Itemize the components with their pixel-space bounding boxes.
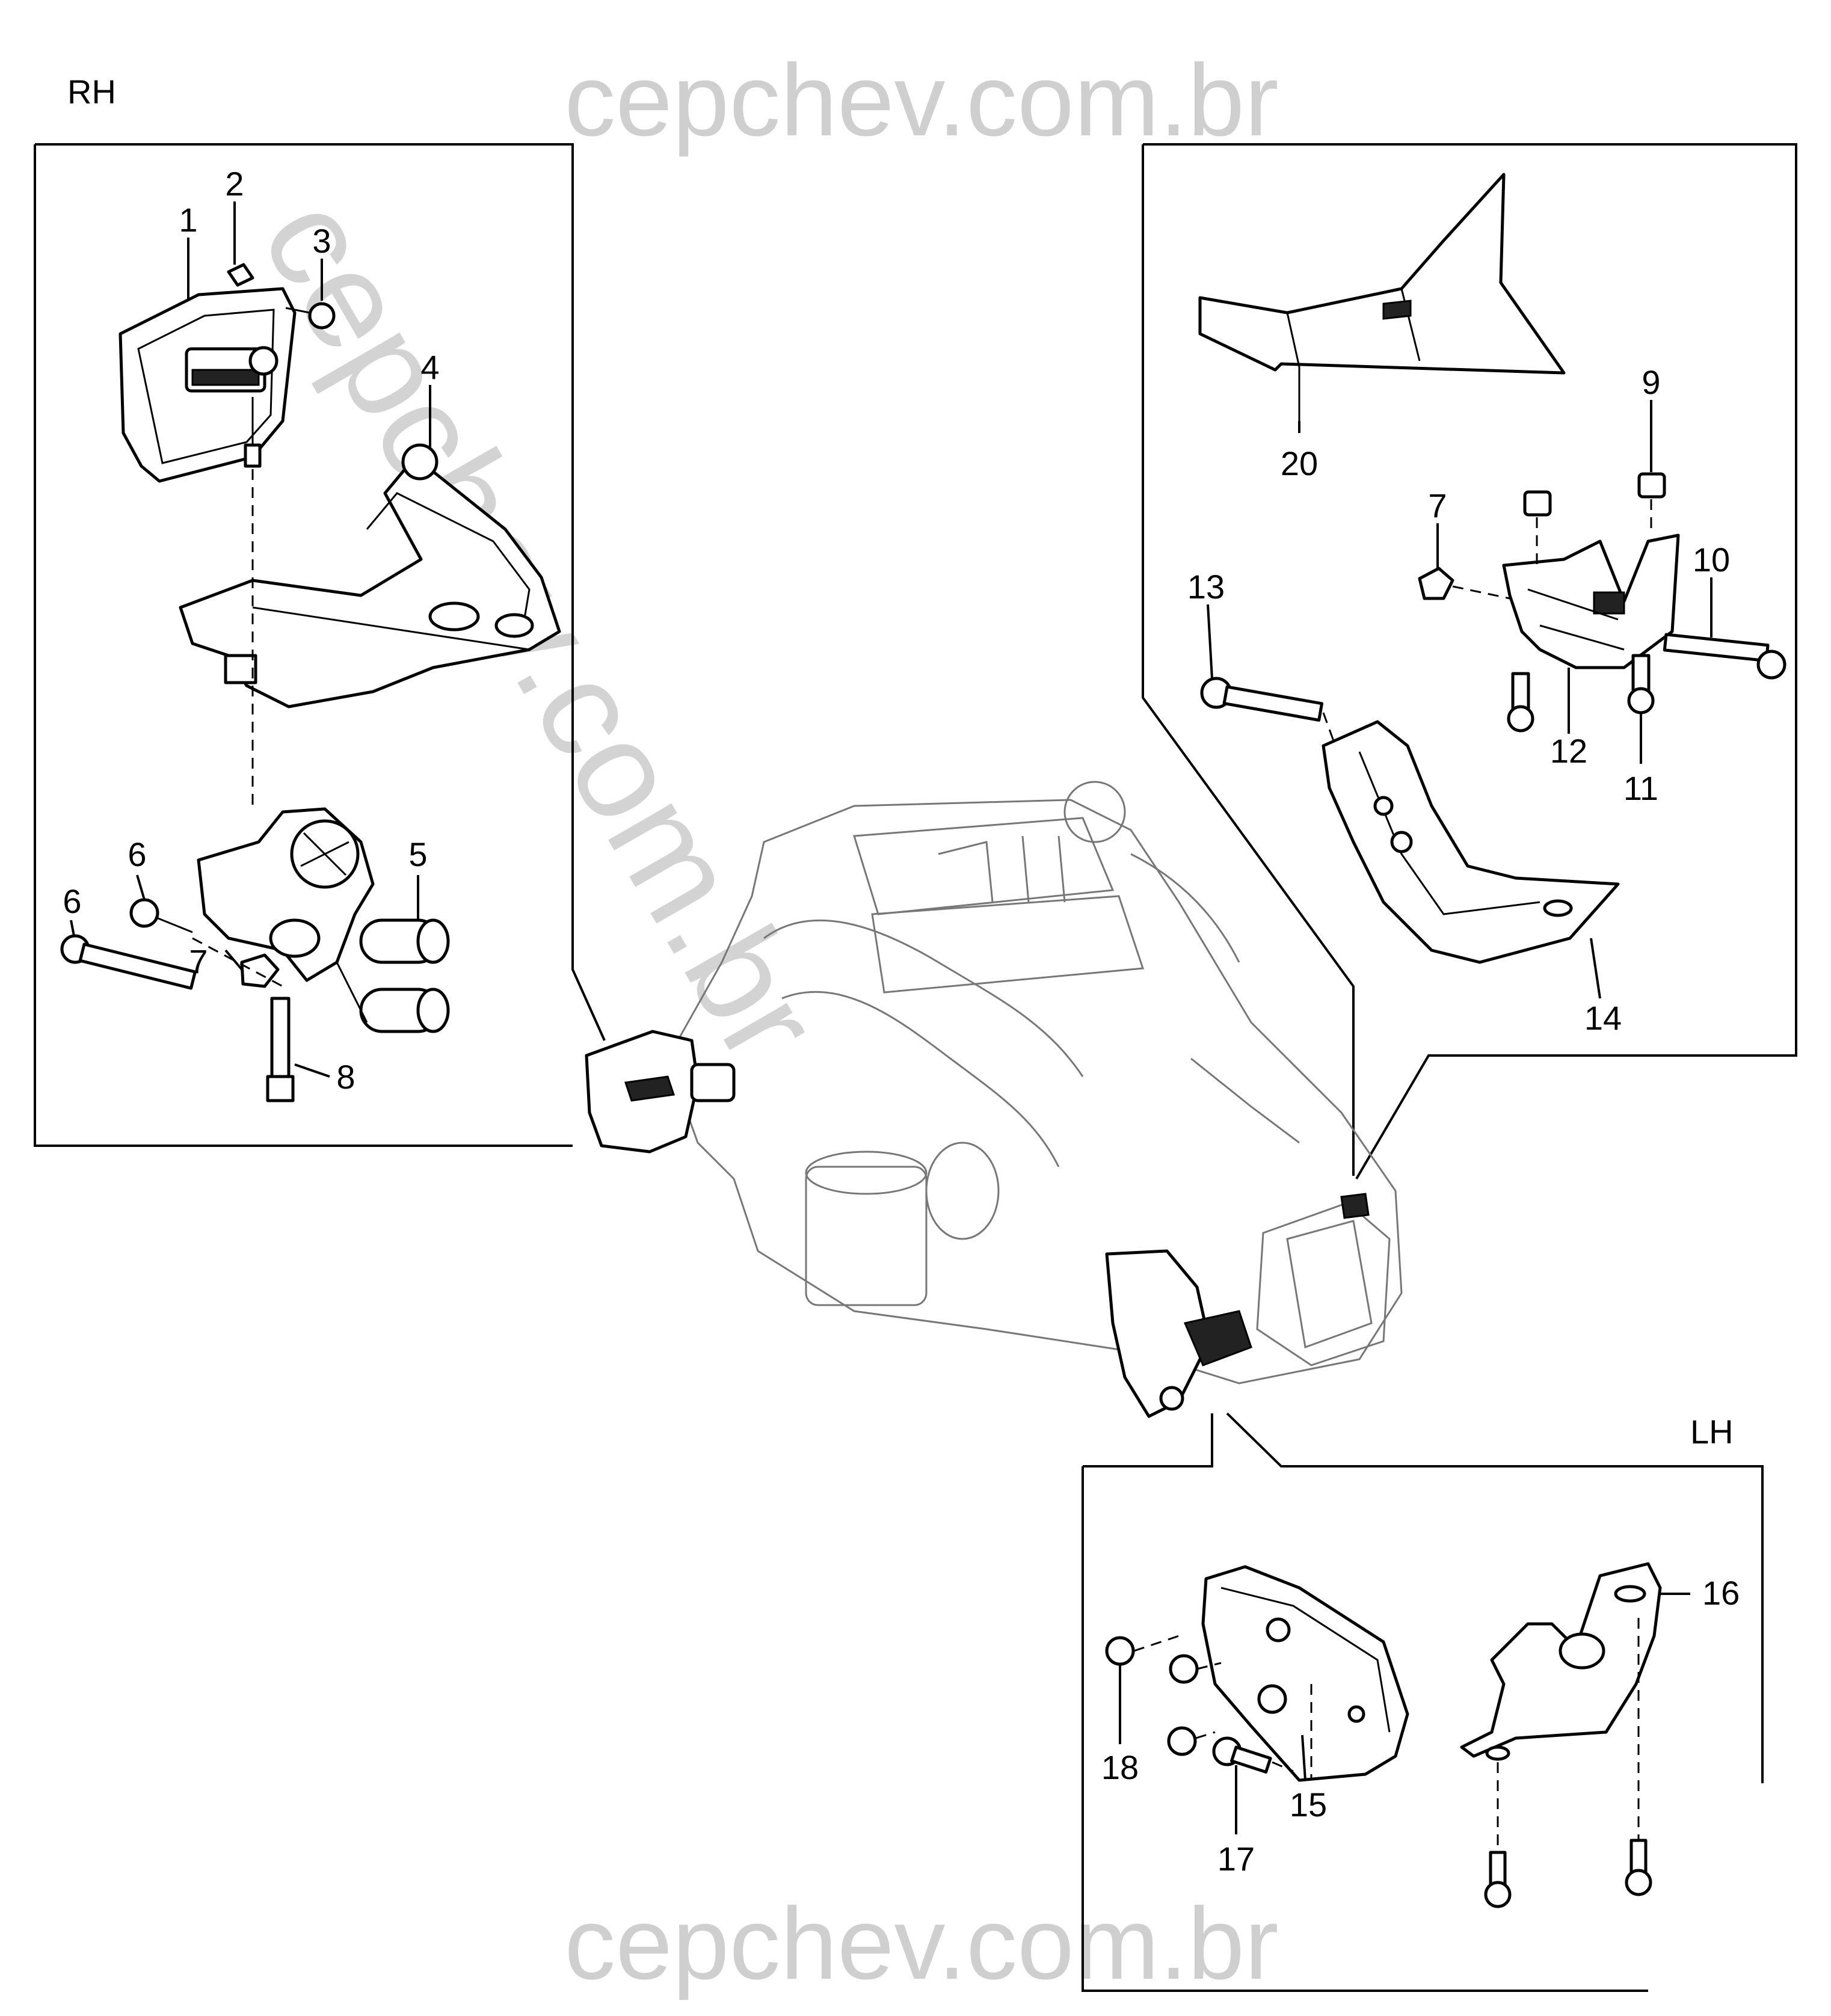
- callout-11: 11: [1623, 769, 1658, 807]
- part-18-bolt-icon: [1105, 1635, 1222, 1756]
- right-top-leaders: [1207, 400, 1713, 999]
- part-10-bolt-icon: [1663, 633, 1786, 680]
- part-4-bracket-icon: [179, 443, 561, 708]
- part-7-nut-rh-icon: [240, 953, 280, 988]
- callout-4: 4: [420, 348, 439, 386]
- callout-17: 17: [1217, 1840, 1255, 1878]
- part-12-mount-icon: [1502, 533, 1680, 669]
- callout-3: 3: [312, 222, 331, 260]
- right-top-detail-frame: [1142, 143, 1797, 1180]
- rh-detail-frame: [34, 143, 606, 1147]
- part-1-mount-bracket: [118, 287, 297, 483]
- callout-12: 12: [1550, 732, 1587, 770]
- side-label-rh: RH: [67, 73, 116, 111]
- part-16-mount-icon: [1460, 1562, 1662, 1761]
- callout-16: 16: [1702, 1574, 1740, 1612]
- part-6-bolt-lower-icon: [60, 934, 197, 990]
- callout-7-right: 7: [1428, 487, 1447, 524]
- watermark-bottom: cepchev.com.br: [564, 1887, 1278, 2001]
- part-lh-lower-bolts-icon: [1484, 1618, 1652, 1908]
- callout-15: 15: [1290, 1786, 1327, 1824]
- callout-14: 14: [1584, 999, 1622, 1037]
- engine-assembly-illustration: [585, 781, 1403, 1418]
- lh-leaders: [1119, 1593, 1690, 1834]
- part-2-nut-icon: [227, 263, 254, 287]
- part-5-mount-icon: [197, 807, 450, 1033]
- axis-7-right: [1452, 585, 1510, 600]
- lh-detail-frame: [1082, 1412, 1764, 1992]
- callout-6-upper: 6: [128, 835, 146, 873]
- callout-1: 1: [179, 201, 197, 239]
- part-13-bolt-icon: [1200, 677, 1324, 722]
- callout-20: 20: [1281, 444, 1318, 482]
- part-9-nut-icon: [1523, 472, 1666, 517]
- callout-13: 13: [1187, 568, 1225, 606]
- callout-6-lower: 6: [63, 882, 81, 920]
- callout-5: 5: [408, 835, 427, 873]
- side-label-lh: LH: [1690, 1413, 1734, 1451]
- rh-leaders: [70, 201, 431, 1078]
- part-20-bracket-icon: [1198, 173, 1566, 421]
- callout-10: 10: [1693, 541, 1730, 579]
- part-14-bracket-icon: [1322, 720, 1620, 964]
- part-6-bolt-upper-icon: [129, 898, 193, 933]
- part-7-nut-right-icon: [1418, 567, 1454, 600]
- callout-18: 18: [1101, 1748, 1139, 1786]
- part-3-bolt-icon: [285, 302, 336, 330]
- callout-2: 2: [225, 165, 244, 203]
- part-17-bolt-icon: [1212, 1736, 1294, 1774]
- part-8-bolt-icon: [266, 997, 295, 1102]
- part-15-bracket-icon: [1201, 1565, 1409, 1782]
- axis-13: [1322, 712, 1337, 746]
- watermark-top: cepchev.com.br: [564, 43, 1278, 158]
- callout-7-rh: 7: [189, 942, 208, 980]
- callout-8: 8: [336, 1058, 355, 1096]
- callout-9: 9: [1642, 363, 1660, 401]
